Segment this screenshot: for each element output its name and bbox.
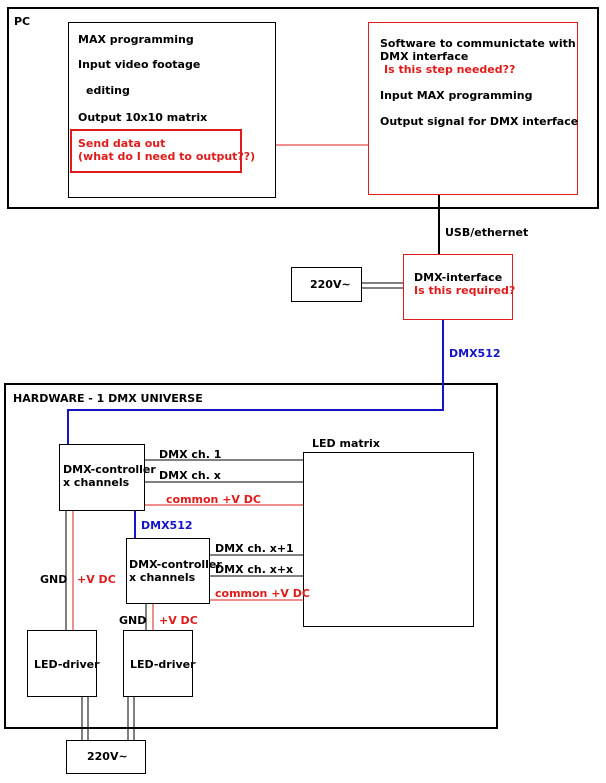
power-top-label: 220V~ — [310, 278, 351, 291]
dmx-ch-x1-label: DMX ch. x+1 — [215, 542, 294, 555]
dmx-ch-1-label: DMX ch. 1 — [159, 448, 222, 461]
software-question: Is this step needed?? — [384, 63, 516, 76]
power-top-box — [291, 267, 362, 302]
send-data-box — [70, 129, 242, 173]
software-line-3: Input MAX programming — [380, 89, 533, 102]
power-bottom-box — [66, 740, 146, 774]
dmx512-line-top — [67, 320, 444, 444]
led-driver-2-label: LED-driver — [130, 658, 196, 671]
controller-2-line-1: DMX-controller — [129, 558, 222, 571]
pc-label: PC — [14, 15, 31, 28]
dmx-controller-1-box — [59, 444, 145, 511]
gnd-2-label: GND — [119, 614, 147, 627]
software-box — [368, 22, 578, 195]
hardware-label: HARDWARE - 1 DMX UNIVERSE — [13, 392, 203, 405]
controller-2-line-2: x channels — [129, 571, 196, 584]
vdc-2-label: +V DC — [159, 614, 198, 627]
led-driver-2-box — [123, 630, 193, 697]
software-line-1: Software to communictate with — [380, 37, 576, 50]
vdc-1-label: +V DC — [77, 573, 116, 586]
max-line-4: Output 10x10 matrix — [78, 111, 208, 124]
software-line-2: DMX interface — [380, 50, 469, 63]
max-line-1: MAX programming — [78, 33, 194, 46]
pc-frame — [7, 7, 599, 209]
software-line-4: Output signal for DMX interface — [380, 115, 579, 128]
common-vdc-2-label: common +V DC — [215, 587, 310, 600]
led-driver-1-label: LED-driver — [34, 658, 100, 671]
max-line-2: Input video footage — [78, 58, 201, 71]
gnd-1-label: GND — [40, 573, 68, 586]
dmx-ch-xx-label: DMX ch. x+x — [215, 563, 294, 576]
dmx-interface-question: Is this required? — [414, 284, 516, 297]
dmx-interface-title: DMX-interface — [414, 271, 503, 284]
common-vdc-1-label: common +V DC — [166, 493, 261, 506]
dmx512-label-top: DMX512 — [449, 347, 501, 360]
controller-1-line-2: x channels — [63, 476, 130, 489]
send-data-line-1: Send data out — [78, 137, 166, 150]
power-bottom-label: 220V~ — [87, 750, 128, 763]
send-data-line-2: (what do I need to output??) — [78, 150, 256, 163]
led-matrix-label: LED matrix — [312, 437, 380, 450]
controller-1-line-1: DMX-controller — [63, 463, 156, 476]
led-driver-1-box — [27, 630, 97, 697]
dmx-controller-2-box — [126, 538, 210, 604]
max-line-3: editing — [86, 84, 130, 97]
usb-label: USB/ethernet — [445, 226, 529, 239]
led-matrix-box — [303, 452, 474, 627]
dmx-interface-box — [403, 254, 513, 320]
hardware-frame — [4, 383, 498, 729]
dmx-ch-x-label: DMX ch. x — [159, 469, 221, 482]
dmx512-label-mid: DMX512 — [141, 519, 193, 532]
